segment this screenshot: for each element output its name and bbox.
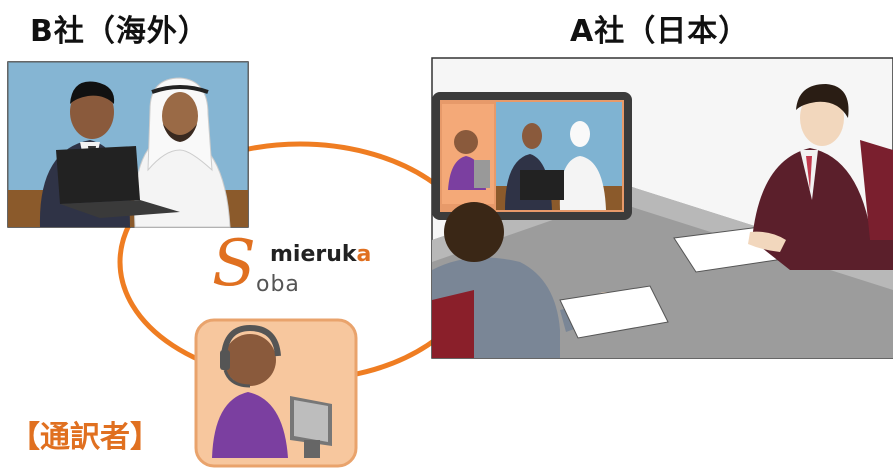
japanese-attendee-right (748, 84, 893, 270)
headset-icon (220, 350, 230, 370)
logo-mieruka-text: mieruka (270, 242, 372, 267)
soba-mieruka-logo: S mieruka oba (212, 232, 432, 312)
laptop (56, 146, 180, 218)
arab-businessman-figure (134, 77, 231, 228)
video-conference-screen (432, 92, 632, 220)
interpreter-label: 【通訳者】 (10, 420, 160, 455)
document-paper (559, 285, 669, 339)
company-a-label: A社（日本） (570, 14, 750, 49)
logo-s-letter: S (212, 227, 256, 301)
logo-oba-text: oba (256, 272, 300, 297)
interpreter-figure (212, 324, 288, 458)
company-b-label: B社（海外） (30, 14, 209, 49)
monitor-icon (290, 396, 332, 458)
